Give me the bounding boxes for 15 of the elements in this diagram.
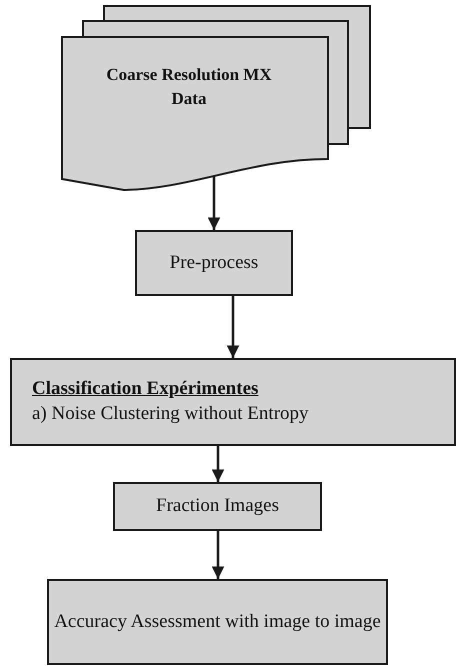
box-label: Pre-process: [170, 250, 258, 275]
document-title: Coarse Resolution MX Data: [105, 64, 273, 110]
process-box: [135, 230, 293, 296]
document-stack: [61, 5, 371, 191]
process-box: [113, 482, 322, 531]
box-label: Fraction Images: [156, 494, 279, 518]
process-box: [47, 579, 388, 665]
process-box: [10, 358, 456, 446]
arrow: [208, 174, 220, 230]
arrow: [226, 296, 240, 358]
box-label: Accuracy Assessment with image to image: [54, 610, 381, 634]
arrow: [212, 531, 224, 579]
arrow: [212, 446, 224, 482]
box-label: a) Noise Clustering without Entropy: [32, 402, 309, 426]
box-heading: Classification Expérimentes: [32, 377, 258, 402]
